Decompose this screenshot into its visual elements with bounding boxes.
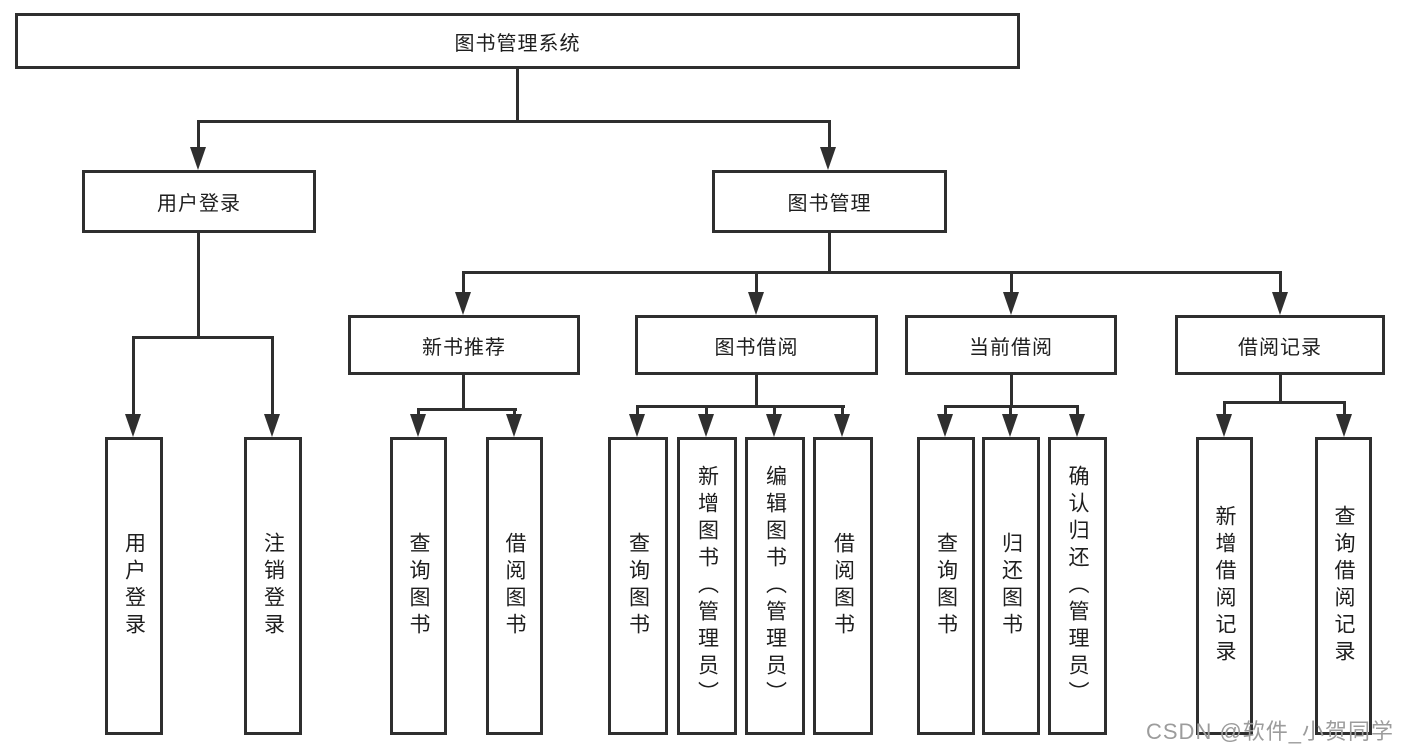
leaf-records-query-record: 查询借阅记录: [1315, 437, 1372, 735]
connector-line: [636, 405, 845, 408]
node-borrowing-records: 借阅记录: [1175, 315, 1385, 375]
leaf-borrow-borrow-books: 借阅图书: [813, 437, 873, 735]
connector-line: [1009, 405, 1012, 418]
connector-line: [132, 336, 135, 417]
leaf-records-add-record: 新增借阅记录: [1196, 437, 1253, 735]
arrowhead-down-icon: [1336, 414, 1352, 437]
arrowhead-down-icon: [748, 292, 764, 315]
connector-line: [705, 405, 708, 418]
arrowhead-down-icon: [766, 414, 782, 437]
node-current-borrowing: 当前借阅: [905, 315, 1117, 375]
leaf-borrow-edit-books-admin: 编辑图书（管理员）: [745, 437, 805, 735]
connector-line: [1010, 271, 1013, 295]
connector-line: [132, 336, 274, 339]
connector-line: [516, 69, 519, 120]
connector-line: [944, 405, 947, 418]
connector-line: [417, 408, 420, 418]
connector-line: [841, 405, 844, 418]
connector-line: [1010, 375, 1013, 405]
connector-line: [197, 233, 200, 336]
connector-line: [1279, 375, 1282, 401]
connector-line: [197, 120, 831, 123]
connector-line: [755, 271, 758, 295]
connector-line: [828, 233, 831, 271]
leaf-current-confirm-return-admin: 确认归还（管理员）: [1048, 437, 1107, 735]
arrowhead-down-icon: [820, 147, 836, 170]
arrowhead-down-icon: [190, 147, 206, 170]
connector-line: [636, 405, 639, 418]
node-library-system: 图书管理系统: [15, 13, 1020, 69]
connector-line: [513, 408, 516, 418]
connector-line: [465, 271, 1282, 274]
arrowhead-down-icon: [1002, 414, 1018, 437]
leaf-current-query-books: 查询图书: [917, 437, 975, 735]
arrowhead-down-icon: [834, 414, 850, 437]
arrowhead-down-icon: [1003, 292, 1019, 315]
connector-line: [462, 271, 465, 295]
connector-line: [1076, 405, 1079, 418]
node-book-borrowing: 图书借阅: [635, 315, 878, 375]
arrowhead-down-icon: [125, 414, 141, 437]
connector-line: [1343, 401, 1346, 418]
leaf-current-return-books: 归还图书: [982, 437, 1040, 735]
connector-line: [828, 120, 831, 149]
node-user-login: 用户登录: [82, 170, 316, 233]
arrowhead-down-icon: [629, 414, 645, 437]
connector-line: [773, 405, 776, 418]
node-new-book-recommend: 新书推荐: [348, 315, 580, 375]
csdn-watermark: CSDN @软件_小贺同学: [1146, 719, 1395, 744]
arrowhead-down-icon: [410, 414, 426, 437]
leaf-borrow-query-books: 查询图书: [608, 437, 668, 735]
connector-line: [197, 120, 200, 149]
leaf-borrow-add-books-admin: 新增图书（管理员）: [677, 437, 737, 735]
arrowhead-down-icon: [264, 414, 280, 437]
connector-line: [1223, 401, 1226, 418]
leaf-logout: 注销登录: [244, 437, 302, 735]
connector-line: [271, 336, 274, 417]
connector-line: [1279, 271, 1282, 295]
arrowhead-down-icon: [506, 414, 522, 437]
leaf-newrec-borrow-books: 借阅图书: [486, 437, 543, 735]
connector-line: [1223, 401, 1346, 404]
arrowhead-down-icon: [1272, 292, 1288, 315]
arrowhead-down-icon: [698, 414, 714, 437]
connector-line: [755, 375, 758, 405]
arrowhead-down-icon: [1216, 414, 1232, 437]
connector-line: [462, 375, 465, 408]
arrowhead-down-icon: [1069, 414, 1085, 437]
arrowhead-down-icon: [455, 292, 471, 315]
leaf-newrec-query-books: 查询图书: [390, 437, 447, 735]
connector-line: [417, 408, 517, 411]
node-book-management: 图书管理: [712, 170, 947, 233]
arrowhead-down-icon: [937, 414, 953, 437]
leaf-user-login: 用户登录: [105, 437, 163, 735]
